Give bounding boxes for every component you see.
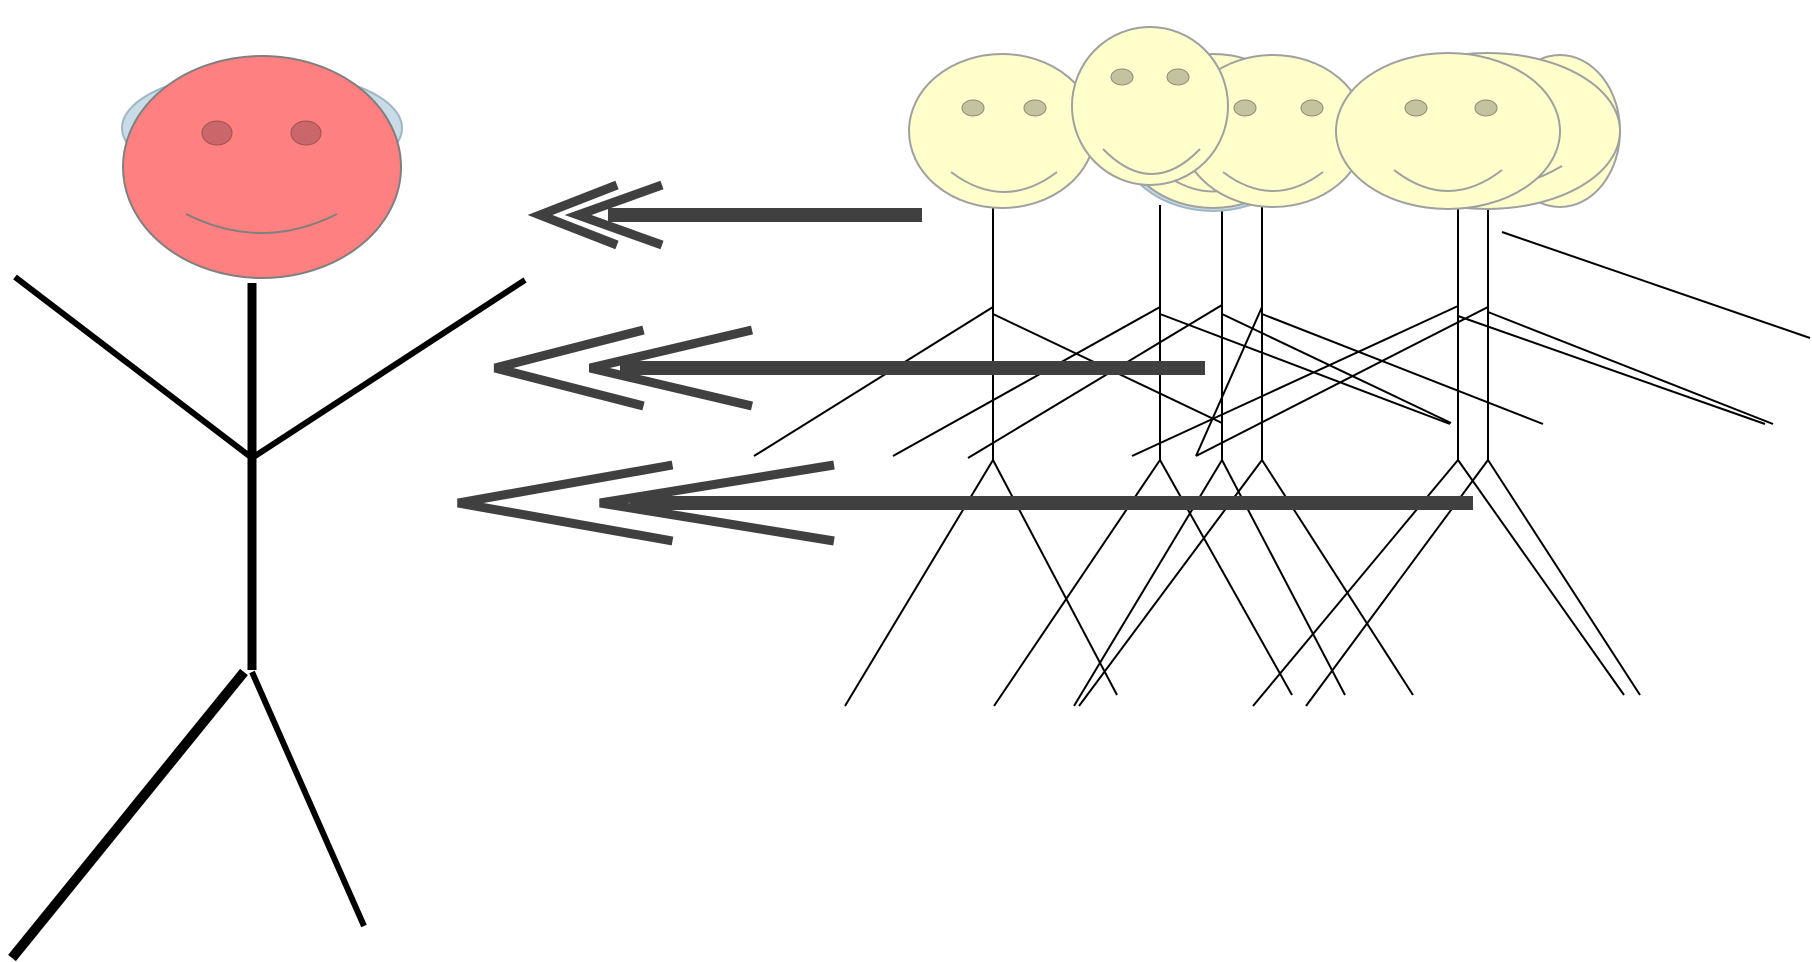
crowd-arm bbox=[1131, 305, 1459, 457]
crowd-figure bbox=[753, 205, 1223, 707]
crowd-figure bbox=[967, 205, 1452, 707]
crowd-eye bbox=[1023, 99, 1047, 117]
arrow-chevron bbox=[457, 460, 674, 546]
arrow-chevron bbox=[564, 180, 664, 250]
arrows-layer bbox=[457, 180, 1473, 546]
main-smile bbox=[185, 213, 338, 234]
crowd-eye bbox=[1233, 99, 1257, 117]
crowd-arm bbox=[892, 306, 1161, 457]
main-eye-right bbox=[290, 120, 322, 146]
crowd-arm bbox=[1195, 306, 1263, 457]
crowd-leg bbox=[1261, 459, 1414, 696]
stray-line bbox=[1501, 231, 1811, 339]
arrow-chevron bbox=[588, 325, 754, 411]
main-arm-left bbox=[13, 274, 254, 461]
crowd-smile bbox=[1393, 169, 1503, 192]
crowd-arm bbox=[1487, 311, 1774, 425]
crowd-head bbox=[1071, 26, 1229, 186]
crowd-figure bbox=[1195, 205, 1774, 707]
crowd-arm bbox=[1457, 315, 1766, 425]
main-arm-right bbox=[250, 277, 527, 461]
left-arrow bbox=[527, 180, 922, 250]
arrow-chevron bbox=[493, 325, 645, 411]
crowd-eye bbox=[1300, 99, 1324, 117]
main-leg-right bbox=[249, 670, 367, 928]
crowd-leg bbox=[1457, 459, 1625, 696]
crowd-eye bbox=[1404, 99, 1428, 117]
main-face bbox=[122, 55, 402, 279]
left-arrow bbox=[457, 460, 1473, 546]
crowd-leg bbox=[1487, 459, 1641, 696]
crowd-arm bbox=[753, 306, 994, 457]
main-eye-left bbox=[201, 120, 233, 146]
crowd-arm bbox=[1221, 313, 1452, 424]
crowd-eye bbox=[1474, 99, 1498, 117]
crowd-arm bbox=[1195, 306, 1489, 457]
crowd-eye bbox=[1166, 68, 1190, 86]
main-leg-left bbox=[8, 668, 248, 962]
crowd-arm bbox=[1261, 313, 1544, 425]
crowd-face bbox=[1335, 52, 1561, 210]
crowd-smile bbox=[950, 171, 1058, 193]
crowd-head bbox=[908, 53, 1096, 209]
crowd-leg bbox=[992, 459, 1118, 696]
crowd-arm bbox=[1159, 313, 1451, 425]
crowd-smile bbox=[1102, 148, 1201, 175]
main-stick-figure bbox=[8, 55, 527, 962]
crowd-face bbox=[1071, 26, 1229, 186]
crowd-face bbox=[908, 53, 1096, 209]
left-arrow bbox=[493, 325, 1205, 411]
crowd-eye bbox=[1110, 68, 1134, 86]
crowd-arm bbox=[967, 304, 1223, 459]
crowd-figure bbox=[1131, 205, 1766, 707]
crowd-smile bbox=[1222, 171, 1324, 192]
crowd-figures bbox=[753, 26, 1811, 707]
crowd-eye bbox=[961, 99, 985, 117]
arrow-chevron bbox=[599, 460, 835, 546]
crowd-leg bbox=[1159, 459, 1293, 696]
crowd-head bbox=[1335, 52, 1561, 210]
arrow-chevron bbox=[527, 180, 619, 250]
crowd-figure bbox=[892, 205, 1451, 707]
